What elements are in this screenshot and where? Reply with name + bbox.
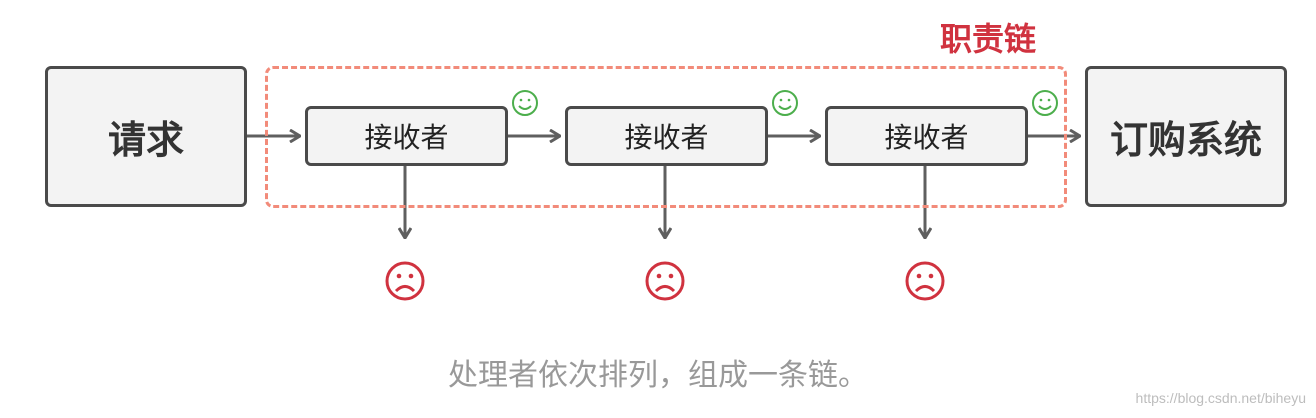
chain-boundary [265,66,1067,208]
caption: 处理者依次排列，组成一条链。 [448,358,868,393]
handler-box-1: 接收者 [305,106,508,166]
sad-face-icon [645,261,685,301]
smiley-face-icon [512,90,538,116]
watermark: https://blog.csdn.net/biheyu [1135,390,1306,406]
smiley-face-icon [772,90,798,116]
request-box: 请求 [45,66,247,207]
sad-face-icon [905,261,945,301]
sad-face-icon [385,261,425,301]
handler-box-3: 接收者 [825,106,1028,166]
ordering-system-box: 订购系统 [1085,66,1287,207]
handler-box-2: 接收者 [565,106,768,166]
smiley-face-icon [1032,90,1058,116]
chain-label: 职责链 [940,20,1037,58]
